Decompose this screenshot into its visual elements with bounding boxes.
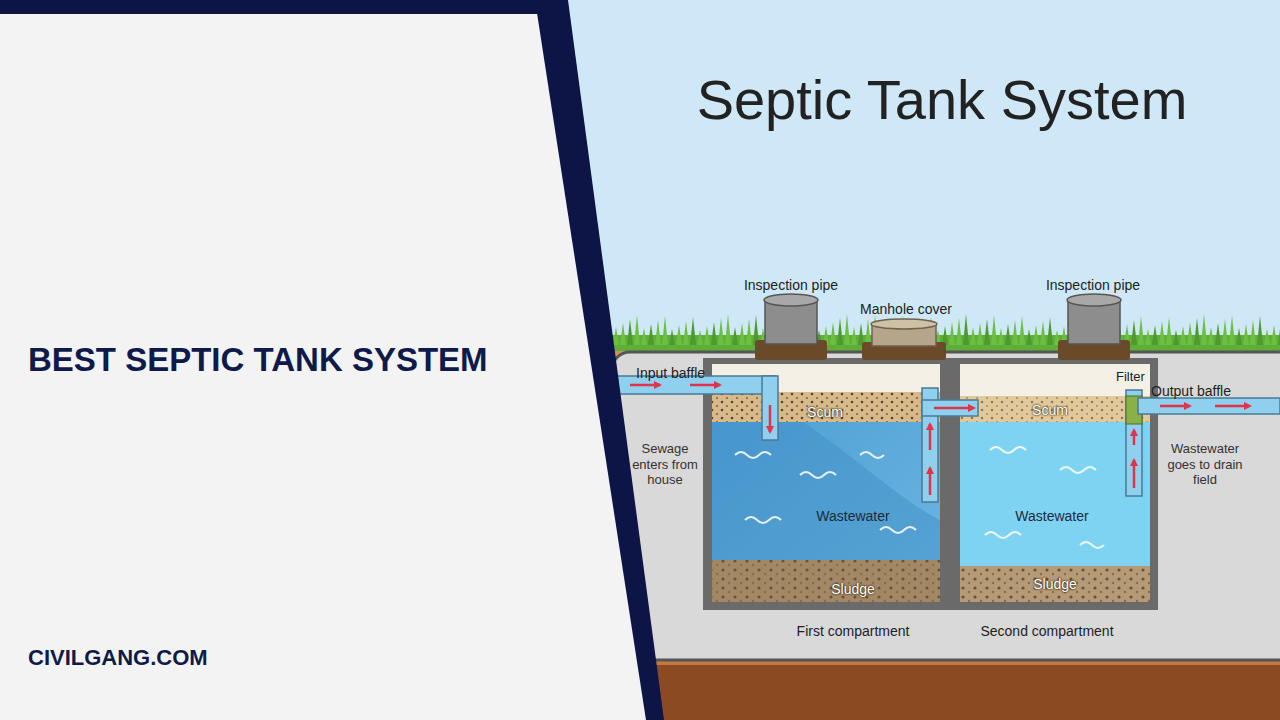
- layer-label: Wastewater: [816, 508, 889, 525]
- layer-label: Sludge: [831, 581, 875, 598]
- grass-blade: [1047, 317, 1053, 345]
- grass-blade: [683, 321, 689, 345]
- grass-blade: [1194, 318, 1200, 345]
- layer-label: Wastewater: [1015, 508, 1088, 525]
- grass-blade: [690, 317, 696, 345]
- grass-blade: [1271, 325, 1277, 345]
- grass-blade: [1236, 328, 1242, 345]
- flow-arrow: [934, 407, 974, 410]
- grass-blade: [1264, 329, 1270, 345]
- grass-blade: [858, 323, 864, 345]
- grass-blade: [865, 319, 871, 345]
- grass-blade: [1201, 314, 1207, 345]
- grass-blade: [669, 329, 675, 345]
- grass-blade: [613, 327, 619, 345]
- grass-blade: [970, 327, 976, 345]
- grass-blade: [739, 323, 745, 345]
- grass-blade: [1159, 321, 1165, 345]
- grass-blade: [851, 327, 857, 345]
- grass-blade: [1145, 329, 1151, 345]
- layer-label: Scum: [807, 404, 843, 421]
- grass-blade: [1278, 321, 1280, 345]
- grass-blade: [1173, 330, 1179, 345]
- grass-blade: [697, 330, 703, 345]
- grass-blade: [732, 327, 738, 345]
- grass-blade: [1005, 324, 1011, 345]
- grass-blade: [676, 325, 682, 345]
- flow-note: Sewage enters from house: [625, 441, 705, 488]
- tank-compartment: ScumWastewaterSludgeSecond compartment: [960, 364, 1150, 602]
- part-label: Inspection pipe: [1046, 277, 1140, 294]
- banner-heading: BEST SEPTIC TANK SYSTEM: [28, 340, 488, 380]
- grass-blade: [1243, 324, 1249, 345]
- grass-blade: [977, 323, 983, 345]
- grass-blade: [655, 320, 661, 345]
- grass-blade: [718, 318, 724, 345]
- grass-blade: [648, 324, 654, 345]
- grass-blade: [1138, 316, 1144, 345]
- grass-blade: [949, 322, 955, 345]
- site-name: CIVILGANG.COM: [28, 645, 208, 671]
- grass-blade: [1040, 321, 1046, 345]
- grass-blade: [704, 326, 710, 345]
- layer-label: Scum: [1032, 402, 1068, 419]
- grass-blade: [725, 314, 731, 345]
- grass-blade: [1222, 319, 1228, 345]
- grass-blade: [641, 328, 647, 345]
- flow-note: Wastewater goes to drain field: [1163, 441, 1247, 488]
- grass-blade: [634, 315, 640, 345]
- grass-blade: [1152, 325, 1158, 345]
- diagram-title: Septic Tank System: [697, 66, 1188, 133]
- grass-blade: [711, 322, 717, 345]
- grass-blade: [837, 318, 843, 345]
- part-label: Manhole cover: [860, 301, 952, 318]
- grass-blade: [1215, 323, 1221, 345]
- grass-blade: [1257, 316, 1263, 345]
- grass-blade: [1229, 315, 1235, 345]
- grass-blade: [1131, 320, 1137, 345]
- grass-blade: [1250, 320, 1256, 345]
- compartment-label: Second compartment: [980, 623, 1113, 640]
- part-label: Inspection pipe: [744, 277, 838, 294]
- grass-blade: [956, 318, 962, 345]
- grass-blade: [991, 315, 997, 345]
- grass-blade: [627, 319, 633, 345]
- grass-blade: [830, 322, 836, 345]
- part-label: Input baffle: [636, 365, 705, 382]
- grass-blade: [662, 316, 668, 345]
- layer-label: Sludge: [1033, 576, 1077, 593]
- grass-blade: [620, 323, 626, 345]
- grass-blade: [963, 314, 969, 345]
- grass-blade: [1033, 325, 1039, 345]
- grass-blade: [1012, 320, 1018, 345]
- grass-blade: [746, 319, 752, 345]
- grass-blade: [1187, 322, 1193, 345]
- part-label: Filter: [1116, 369, 1145, 385]
- part-label: Output baffle: [1151, 383, 1231, 400]
- compartment-label: First compartment: [797, 623, 910, 640]
- grass-blade: [1026, 329, 1032, 345]
- grass-blade: [984, 319, 990, 345]
- grass-blade: [998, 328, 1004, 345]
- tank-compartment: ScumWastewaterSludgeFirst compartment: [712, 364, 940, 602]
- grass-blade: [1180, 326, 1186, 345]
- grass-blade: [1019, 316, 1025, 345]
- grass-blade: [1208, 327, 1214, 345]
- grass-blade: [1166, 317, 1172, 345]
- grass-blade: [844, 314, 850, 345]
